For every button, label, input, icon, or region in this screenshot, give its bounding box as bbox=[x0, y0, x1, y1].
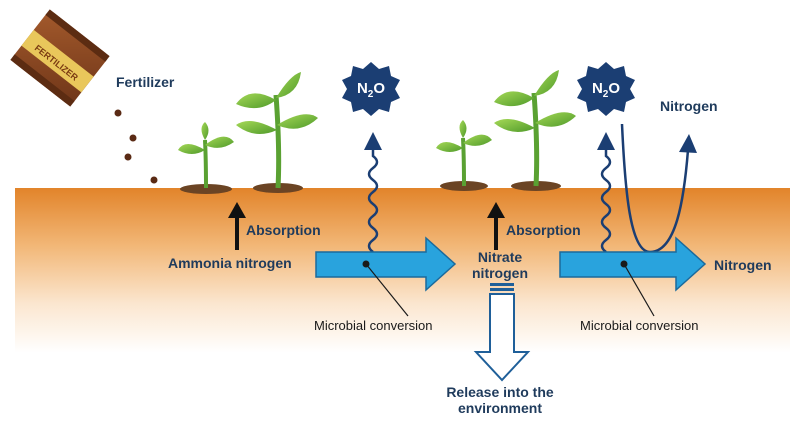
release-arrow bbox=[473, 283, 531, 382]
absorption-arrow-left bbox=[228, 202, 246, 250]
n2o-label-right: N2O bbox=[591, 80, 621, 100]
n2o-badge-left bbox=[342, 62, 400, 116]
n2o-badge-right bbox=[577, 62, 635, 116]
absorption-arrow-right bbox=[487, 202, 505, 250]
release-environment-label: Release into the environment bbox=[446, 384, 554, 416]
plant-small-left bbox=[178, 122, 234, 189]
microbial-conversion-left-label: Microbial conversion bbox=[314, 318, 433, 333]
n2o-arrowhead-left bbox=[364, 132, 382, 150]
plant-tall-right bbox=[494, 70, 576, 187]
plant-tall-left bbox=[236, 72, 318, 189]
nitrogen-gas-arrowhead bbox=[679, 134, 697, 153]
leader-line-left bbox=[365, 263, 409, 317]
flow-arrow-ammonia-to-nitrate bbox=[315, 236, 457, 292]
nitrogen-gas-label: Nitrogen bbox=[660, 98, 718, 114]
absorption-label-left: Absorption bbox=[246, 222, 321, 238]
fertilizer-granules bbox=[114, 109, 158, 184]
nitrate-nitrogen-label: Nitrate nitrogen bbox=[472, 249, 528, 281]
n2o-label-left: N2O bbox=[356, 80, 386, 100]
microbial-conversion-right-label: Microbial conversion bbox=[580, 318, 699, 333]
flow-arrow-nitrate-to-nitrogen bbox=[559, 236, 707, 292]
leader-line-right bbox=[623, 263, 655, 317]
absorption-label-right: Absorption bbox=[506, 222, 581, 238]
plant-small-right bbox=[436, 120, 492, 187]
fertilizer-bag-icon: FERTILIZER bbox=[10, 9, 110, 107]
ammonia-nitrogen-label: Ammonia nitrogen bbox=[168, 255, 292, 271]
nitrogen-right-label: Nitrogen bbox=[714, 257, 772, 273]
n2o-emission-arrow-left bbox=[367, 150, 379, 253]
fertilizer-label: Fertilizer bbox=[116, 74, 175, 90]
n2o-emission-arrow-right bbox=[600, 150, 612, 253]
n2o-arrowhead-right bbox=[597, 132, 615, 150]
